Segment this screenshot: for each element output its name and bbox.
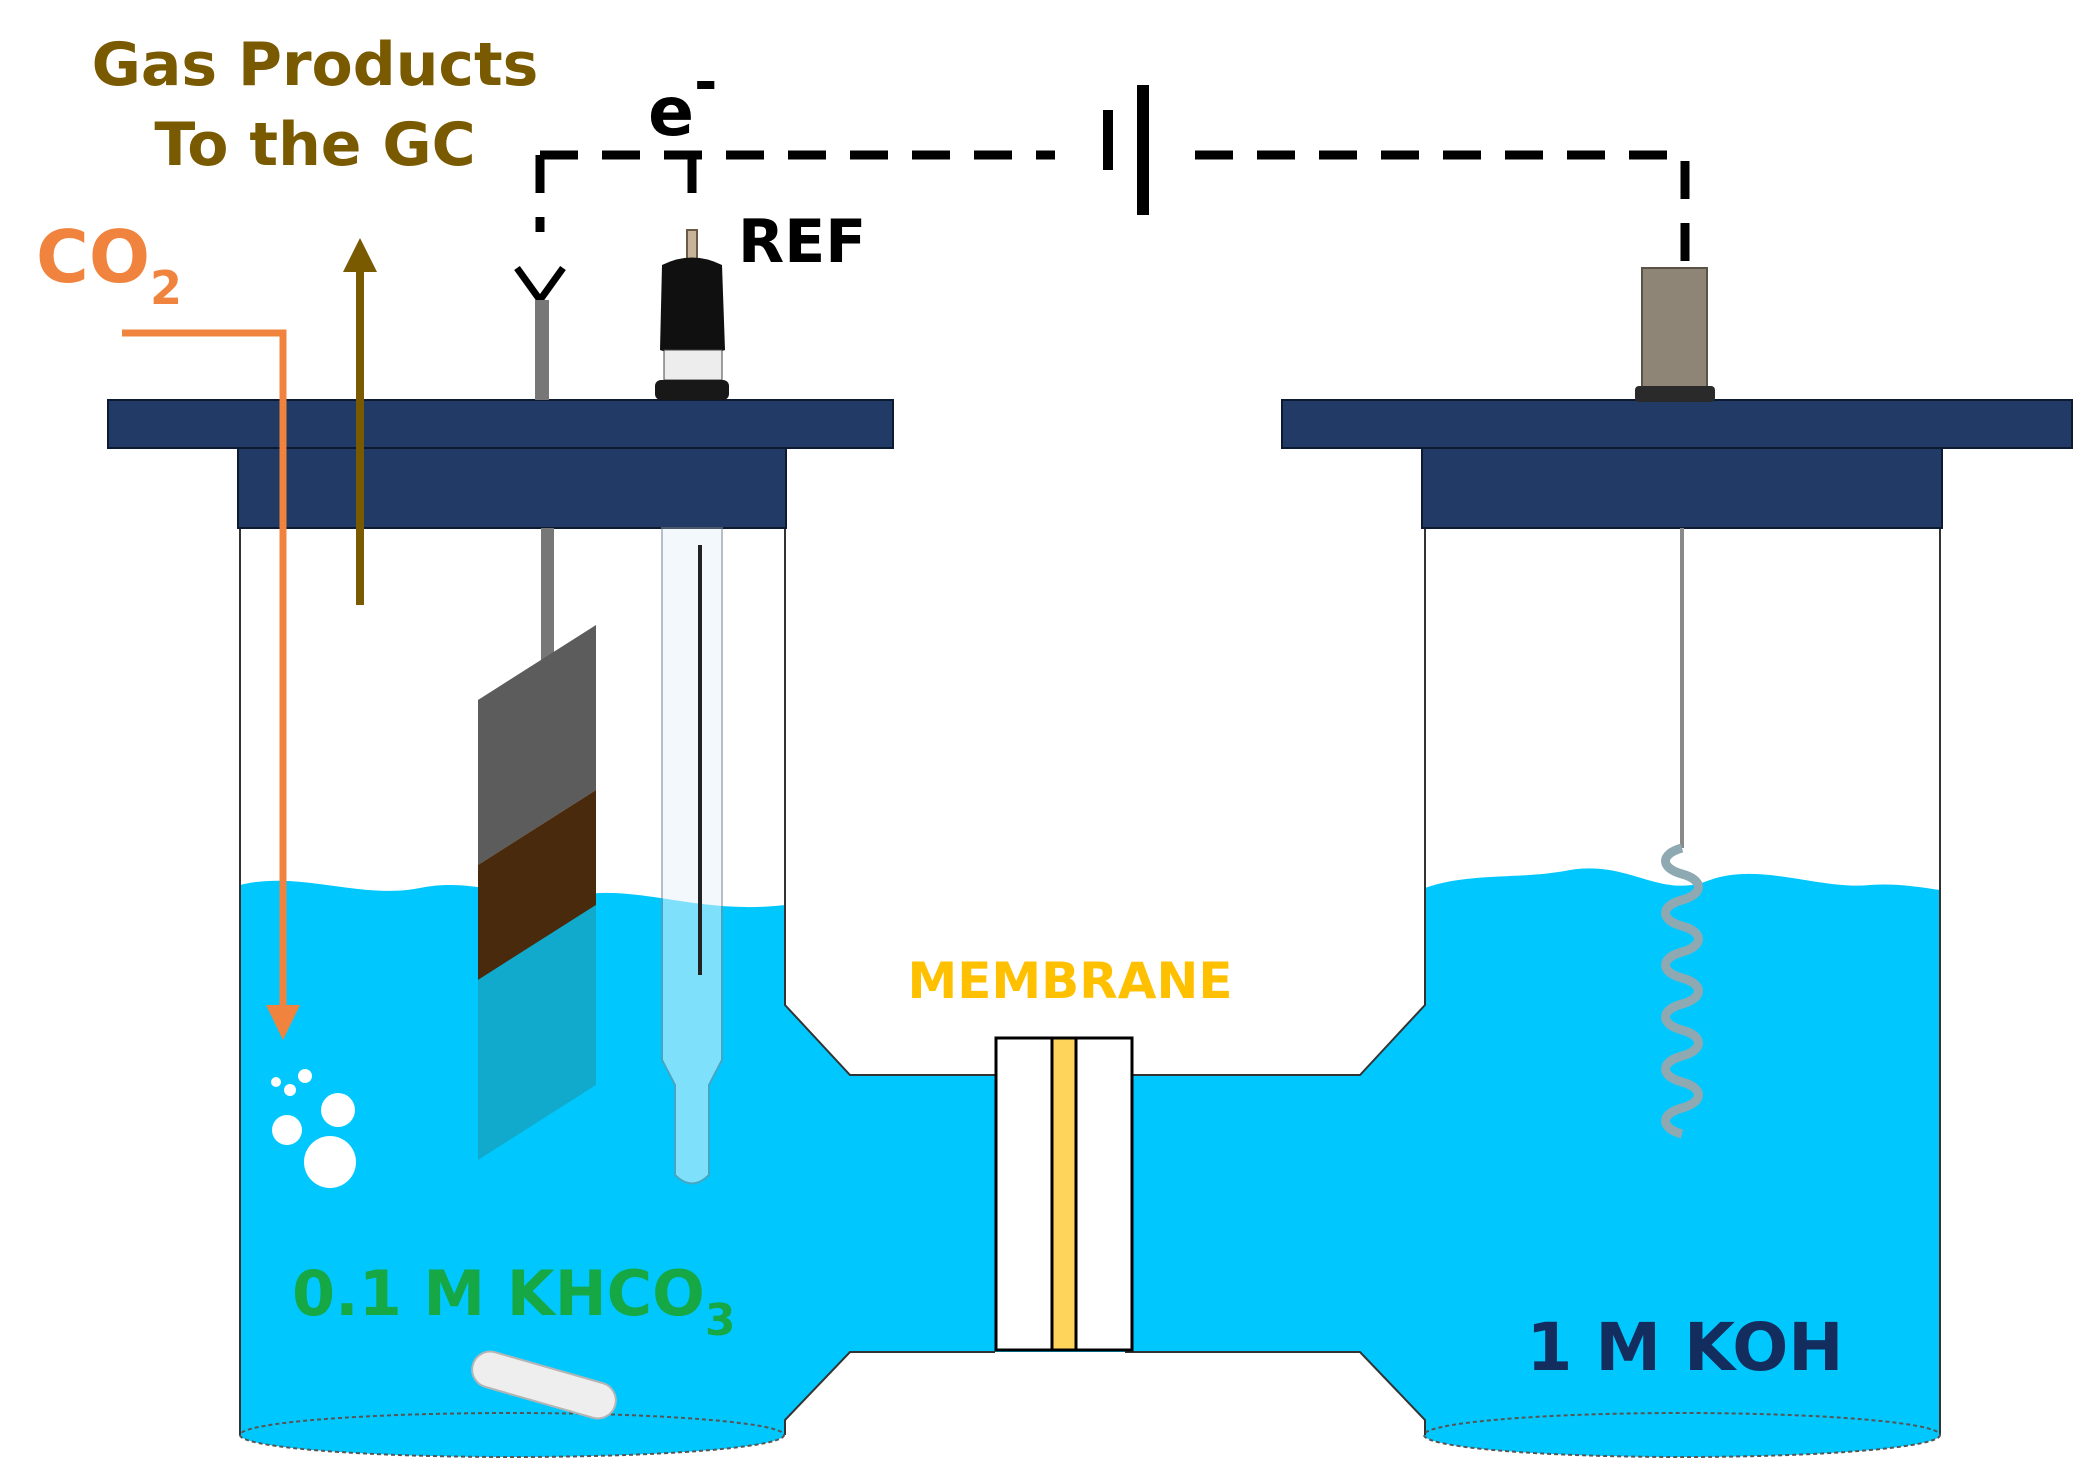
catalyst-layer [478,790,596,980]
gas-products-label-line1: Gas Products [92,30,539,100]
co2-label-sub: 2 [150,261,182,315]
anode-lid-plug [1421,447,1943,529]
ref-label: REF [738,207,866,277]
electrode-submerged [478,905,596,1160]
reference-electrode [655,229,729,1185]
membrane-label: MEMBRANE [908,952,1233,1010]
cell-lids [107,399,2073,529]
battery-icon [1103,85,1149,215]
cathode-electrolyte-main: 0.1 M KHCO [292,1257,705,1330]
glass-outline [239,520,1941,1458]
cathode-chamber-liquid [240,880,995,1435]
cathode-bottom [240,1413,784,1457]
gas-outlet [343,238,377,605]
co2-label-main: CO [36,215,150,299]
ref-glass-tube [661,527,723,1185]
ref-pin [686,229,698,263]
cathode-electrolyte-sub: 3 [705,1295,736,1346]
membrane-strip [1050,1036,1078,1352]
anode-electrolyte-label: 1 M KOH [1526,1309,1843,1386]
electrode-holder [478,625,596,865]
co2-bubbles [271,1069,356,1188]
anode-glass-wall [1125,520,1941,1435]
electron-flow-arrow-icon [514,265,566,306]
electron-label-main: e [648,73,694,152]
platinum-coil [1661,843,1703,1139]
co2-label: CO2 [36,215,182,315]
gas-outlet-tube [356,260,364,605]
ref-label-band [663,349,723,381]
counter-electrode-base [1635,386,1715,402]
cathode-lid-plug [237,447,787,529]
membrane-gasket-left [994,1036,1054,1352]
gas-products-label-line2: To the GC [154,110,475,180]
counter-electrode-cap [1641,267,1708,389]
working-electrode [478,300,596,1160]
ref-cap [660,257,725,356]
cathode-glass-wall [239,520,995,1435]
anode-bottom-rim [1423,1412,1941,1458]
membrane-gasket-right [1074,1036,1134,1352]
electron-label: e- [648,50,717,152]
anode-bottom [1424,1413,1940,1457]
external-circuit [535,150,1690,268]
co2-inlet-tube [122,329,287,1010]
co2-arrow-head-icon [266,1005,300,1040]
working-electrode-rod-top [535,300,549,400]
magnetic-stir-bar [471,1350,617,1420]
co2-inlet [122,329,300,1040]
wire-right [1195,150,1690,268]
ref-base [655,380,729,400]
cathode-electrolyte-label: 0.1 M KHCO3 [292,1257,735,1346]
counter-electrode [1635,267,1715,1139]
anode-chamber-liquid [1125,868,1940,1435]
anode-lid-plate [1281,399,2073,449]
cathode-lid-plate [107,399,894,449]
gas-outlet-arrow-up-icon [343,238,377,272]
cathode-bottom-rim [239,1412,785,1458]
working-electrode-rod [541,528,554,666]
electron-label-sup: - [694,50,717,115]
membrane-assembly [994,1036,1134,1352]
